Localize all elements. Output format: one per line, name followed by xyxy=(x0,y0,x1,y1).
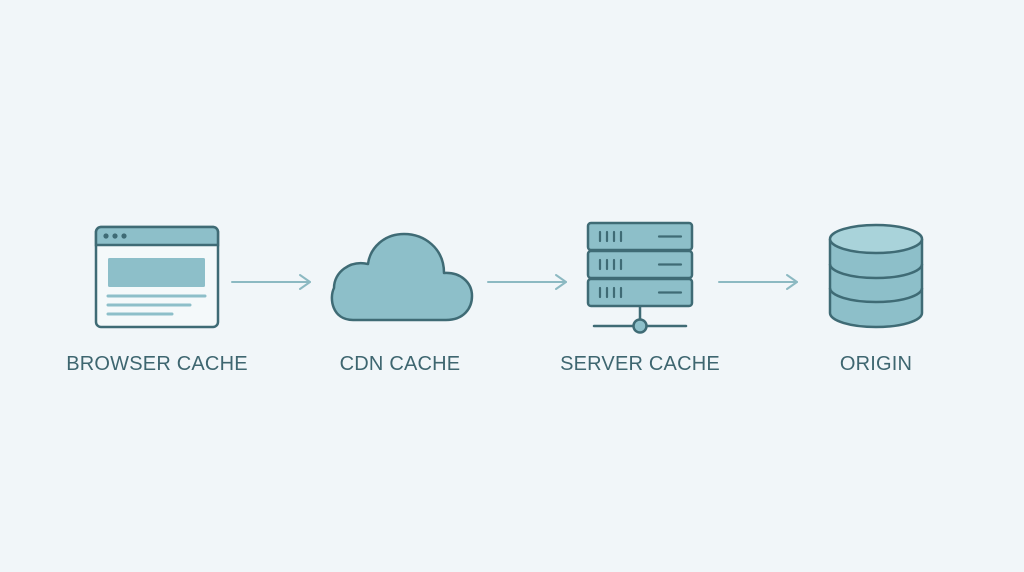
browser-cache-label: BROWSER CACHE xyxy=(66,353,248,375)
arrow-right-icon xyxy=(718,274,798,290)
browser-window-icon xyxy=(94,225,220,329)
arrow-right-icon xyxy=(231,274,311,290)
database-icon xyxy=(828,223,924,329)
arrow-right-icon xyxy=(487,274,567,290)
cloud-icon xyxy=(330,232,474,322)
server-rack-icon xyxy=(586,221,694,334)
cdn-cache-label: CDN CACHE xyxy=(339,353,461,375)
server-cache-label: SERVER CACHE xyxy=(560,353,720,375)
origin-label: ORIGIN xyxy=(839,353,913,375)
